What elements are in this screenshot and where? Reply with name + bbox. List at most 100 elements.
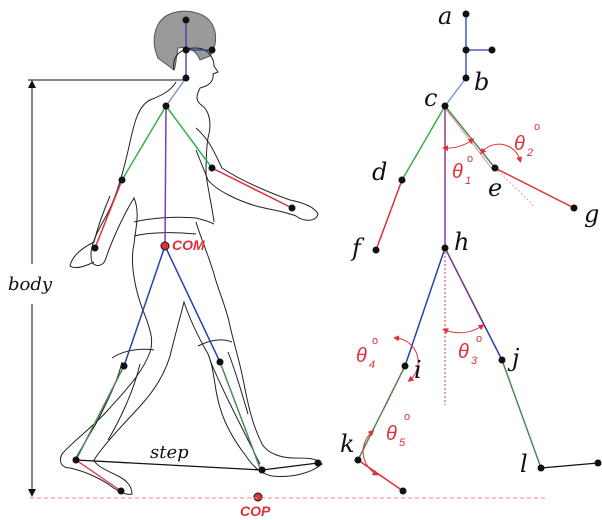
link-j-l	[501, 359, 542, 469]
front-arm-outline	[195, 127, 319, 221]
com-label: COM	[172, 237, 205, 253]
spine-link	[164, 105, 167, 247]
angle-label-2: θ 2 o	[514, 121, 540, 159]
joint-top-right	[488, 46, 496, 54]
joint-l	[537, 464, 545, 472]
angle-1-index: 1	[465, 175, 471, 187]
angle-label-5: θ 5 o	[386, 411, 410, 449]
joint-a	[462, 10, 470, 18]
joint-back-elbow	[118, 176, 126, 184]
angle-label-1: θ 1 o	[452, 153, 473, 187]
joint-k-toe	[399, 487, 407, 495]
joint-j	[498, 356, 506, 364]
joint-f	[372, 246, 380, 254]
link-h-j-red	[445, 249, 486, 329]
waistband	[133, 216, 215, 237]
joint-d	[398, 176, 406, 184]
angle-arc-2	[480, 143, 523, 163]
angle-arc-3	[442, 324, 485, 334]
link-d-f	[375, 179, 403, 251]
face-outline	[173, 47, 219, 105]
joint-i	[401, 362, 409, 370]
label-f: f	[350, 234, 365, 262]
label-e: e	[488, 174, 502, 202]
link-e-g	[494, 167, 575, 209]
angle-3-index: 3	[471, 355, 478, 367]
link-c-d	[401, 105, 446, 181]
stick-figure: a b c d e f g h i j k l θ 1 o θ 2 o θ 3 …	[340, 2, 602, 495]
joint-rear-toe	[117, 487, 125, 495]
joint-front-wrist	[288, 204, 296, 212]
joint-h	[441, 244, 449, 252]
link-k-toe	[357, 459, 404, 492]
angle-2-degree: o	[534, 121, 540, 133]
front-foot	[261, 462, 319, 471]
left-joints	[72, 16, 322, 495]
label-b: b	[474, 68, 489, 96]
human-figure: COM COP step	[59, 10, 323, 519]
angle-4-symbol: θ	[356, 345, 367, 367]
angle-3-degree: o	[476, 333, 482, 345]
label-h: h	[454, 228, 469, 256]
rear-foot	[75, 459, 122, 492]
com-marker	[160, 241, 170, 251]
link-h-i	[404, 247, 446, 367]
step-label: step	[150, 442, 189, 463]
front-thigh	[164, 245, 221, 363]
angle-3-symbol: θ	[458, 341, 469, 363]
rear-shank	[75, 365, 125, 461]
angle-1-degree: o	[467, 153, 473, 165]
body-outline-back	[59, 81, 323, 495]
angle-arc-1	[442, 138, 475, 152]
label-l: l	[520, 450, 528, 478]
angle-arc-5	[362, 430, 379, 476]
angle-label-4: θ 4 o	[356, 335, 378, 371]
cop-marker	[253, 492, 263, 502]
angle-4-degree: o	[372, 335, 378, 347]
label-c: c	[424, 84, 437, 112]
angle-5-degree: o	[404, 411, 410, 423]
angle-label-3: θ 3 o	[458, 333, 482, 367]
angle-2-index: 2	[526, 147, 533, 159]
front-shank	[219, 361, 261, 469]
label-a: a	[438, 2, 452, 30]
link-b-c	[444, 77, 467, 107]
angle-1-symbol: θ	[452, 161, 463, 183]
angle-4-index: 4	[369, 359, 375, 371]
back-arm-outline	[69, 195, 111, 269]
joint-e	[491, 164, 499, 172]
joint-head-top	[182, 16, 190, 24]
joint-nose	[208, 46, 216, 54]
joint-top-mid	[462, 46, 470, 54]
rear-thigh	[123, 245, 166, 367]
joint-back-wrist	[91, 244, 99, 252]
angle-5-symbol: θ	[386, 423, 397, 445]
joint-g	[570, 204, 578, 212]
joint-shoulder	[162, 102, 170, 110]
joint-front-elbow	[208, 164, 216, 172]
link-l-toe	[540, 462, 599, 469]
link-i-k	[357, 365, 406, 461]
joint-front-knee	[216, 358, 224, 366]
reference-line-e	[494, 167, 535, 207]
joint-head-mid	[182, 46, 190, 54]
joint-front-ankle	[258, 466, 266, 474]
back-upper-arm	[121, 105, 167, 181]
angle-2-symbol: θ	[514, 133, 525, 155]
joint-rear-knee	[120, 362, 128, 370]
body-label: body	[8, 274, 53, 295]
body-height-dimension: body	[8, 79, 186, 497]
step-line	[75, 459, 263, 471]
angle-5-index: 5	[399, 437, 406, 449]
hair	[153, 10, 217, 71]
joint-c	[441, 102, 449, 110]
joint-l-toe	[594, 459, 602, 467]
joint-front-toe	[314, 459, 322, 467]
front-upper-arm	[165, 105, 213, 169]
joint-k	[354, 456, 362, 464]
label-d: d	[372, 158, 387, 186]
angle-arc-4	[393, 335, 419, 382]
label-j: j	[507, 344, 520, 372]
joint-rear-ankle	[72, 456, 80, 464]
